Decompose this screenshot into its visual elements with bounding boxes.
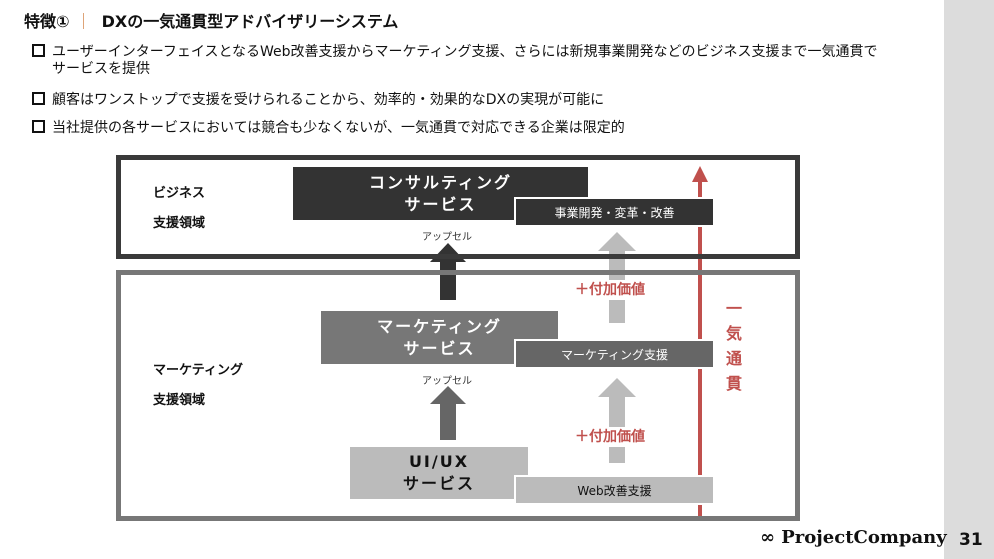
bullet-item: ユーザーインターフェイスとなるWeb改善支援からマーケティング支援、さらには新規… xyxy=(32,44,892,78)
marketing-domain-frame xyxy=(116,270,800,521)
marketing-domain-label-1: マーケティング xyxy=(153,363,243,378)
checkbox-square-icon xyxy=(32,44,45,57)
value-arrow-top xyxy=(598,232,636,323)
value-arrow-bottom xyxy=(598,378,636,463)
consulting-sub-box: 事業開発・変革・改善 xyxy=(514,197,715,227)
side-strip xyxy=(944,0,994,559)
added-value-label-bottom: ＋付加価値 xyxy=(573,427,647,447)
added-value-label-top: ＋付加価値 xyxy=(573,280,647,300)
marketing-service-box: マーケティングサービス xyxy=(321,311,558,364)
page-title: 特徴①｜DXの一気通貫型アドバイザリーシステム xyxy=(24,12,399,31)
upsell-label-top: アップセル xyxy=(422,232,472,243)
business-domain-label-1: ビジネス xyxy=(153,186,206,201)
upsell-label-bottom: アップセル xyxy=(422,376,472,387)
checkbox-square-icon xyxy=(32,92,45,105)
upsell-arrow-gray xyxy=(430,386,466,440)
page-number: 31 xyxy=(959,530,983,550)
business-domain-frame xyxy=(116,155,800,259)
bullet-item: 顧客はワンストップで支援を受けられることから、効率的・効果的なDXの実現が可能に xyxy=(32,92,892,109)
end-to-end-vertical-label: 一気通貫 xyxy=(725,299,742,393)
bullet-item: 当社提供の各サービスにおいては競合も少なくないが、一気通貫で対応できる企業は限定… xyxy=(32,120,892,137)
checkbox-square-icon xyxy=(32,120,45,133)
marketing-domain-label-2: 支援領域 xyxy=(153,393,206,408)
marketing-sub-box: マーケティング支援 xyxy=(514,339,715,369)
company-logo: ∞ ProjectCompany xyxy=(760,527,947,548)
uiux-sub-box: Web改善支援 xyxy=(514,475,715,505)
business-domain-label-2: 支援領域 xyxy=(153,216,206,231)
end-to-end-arrowhead xyxy=(692,166,708,182)
